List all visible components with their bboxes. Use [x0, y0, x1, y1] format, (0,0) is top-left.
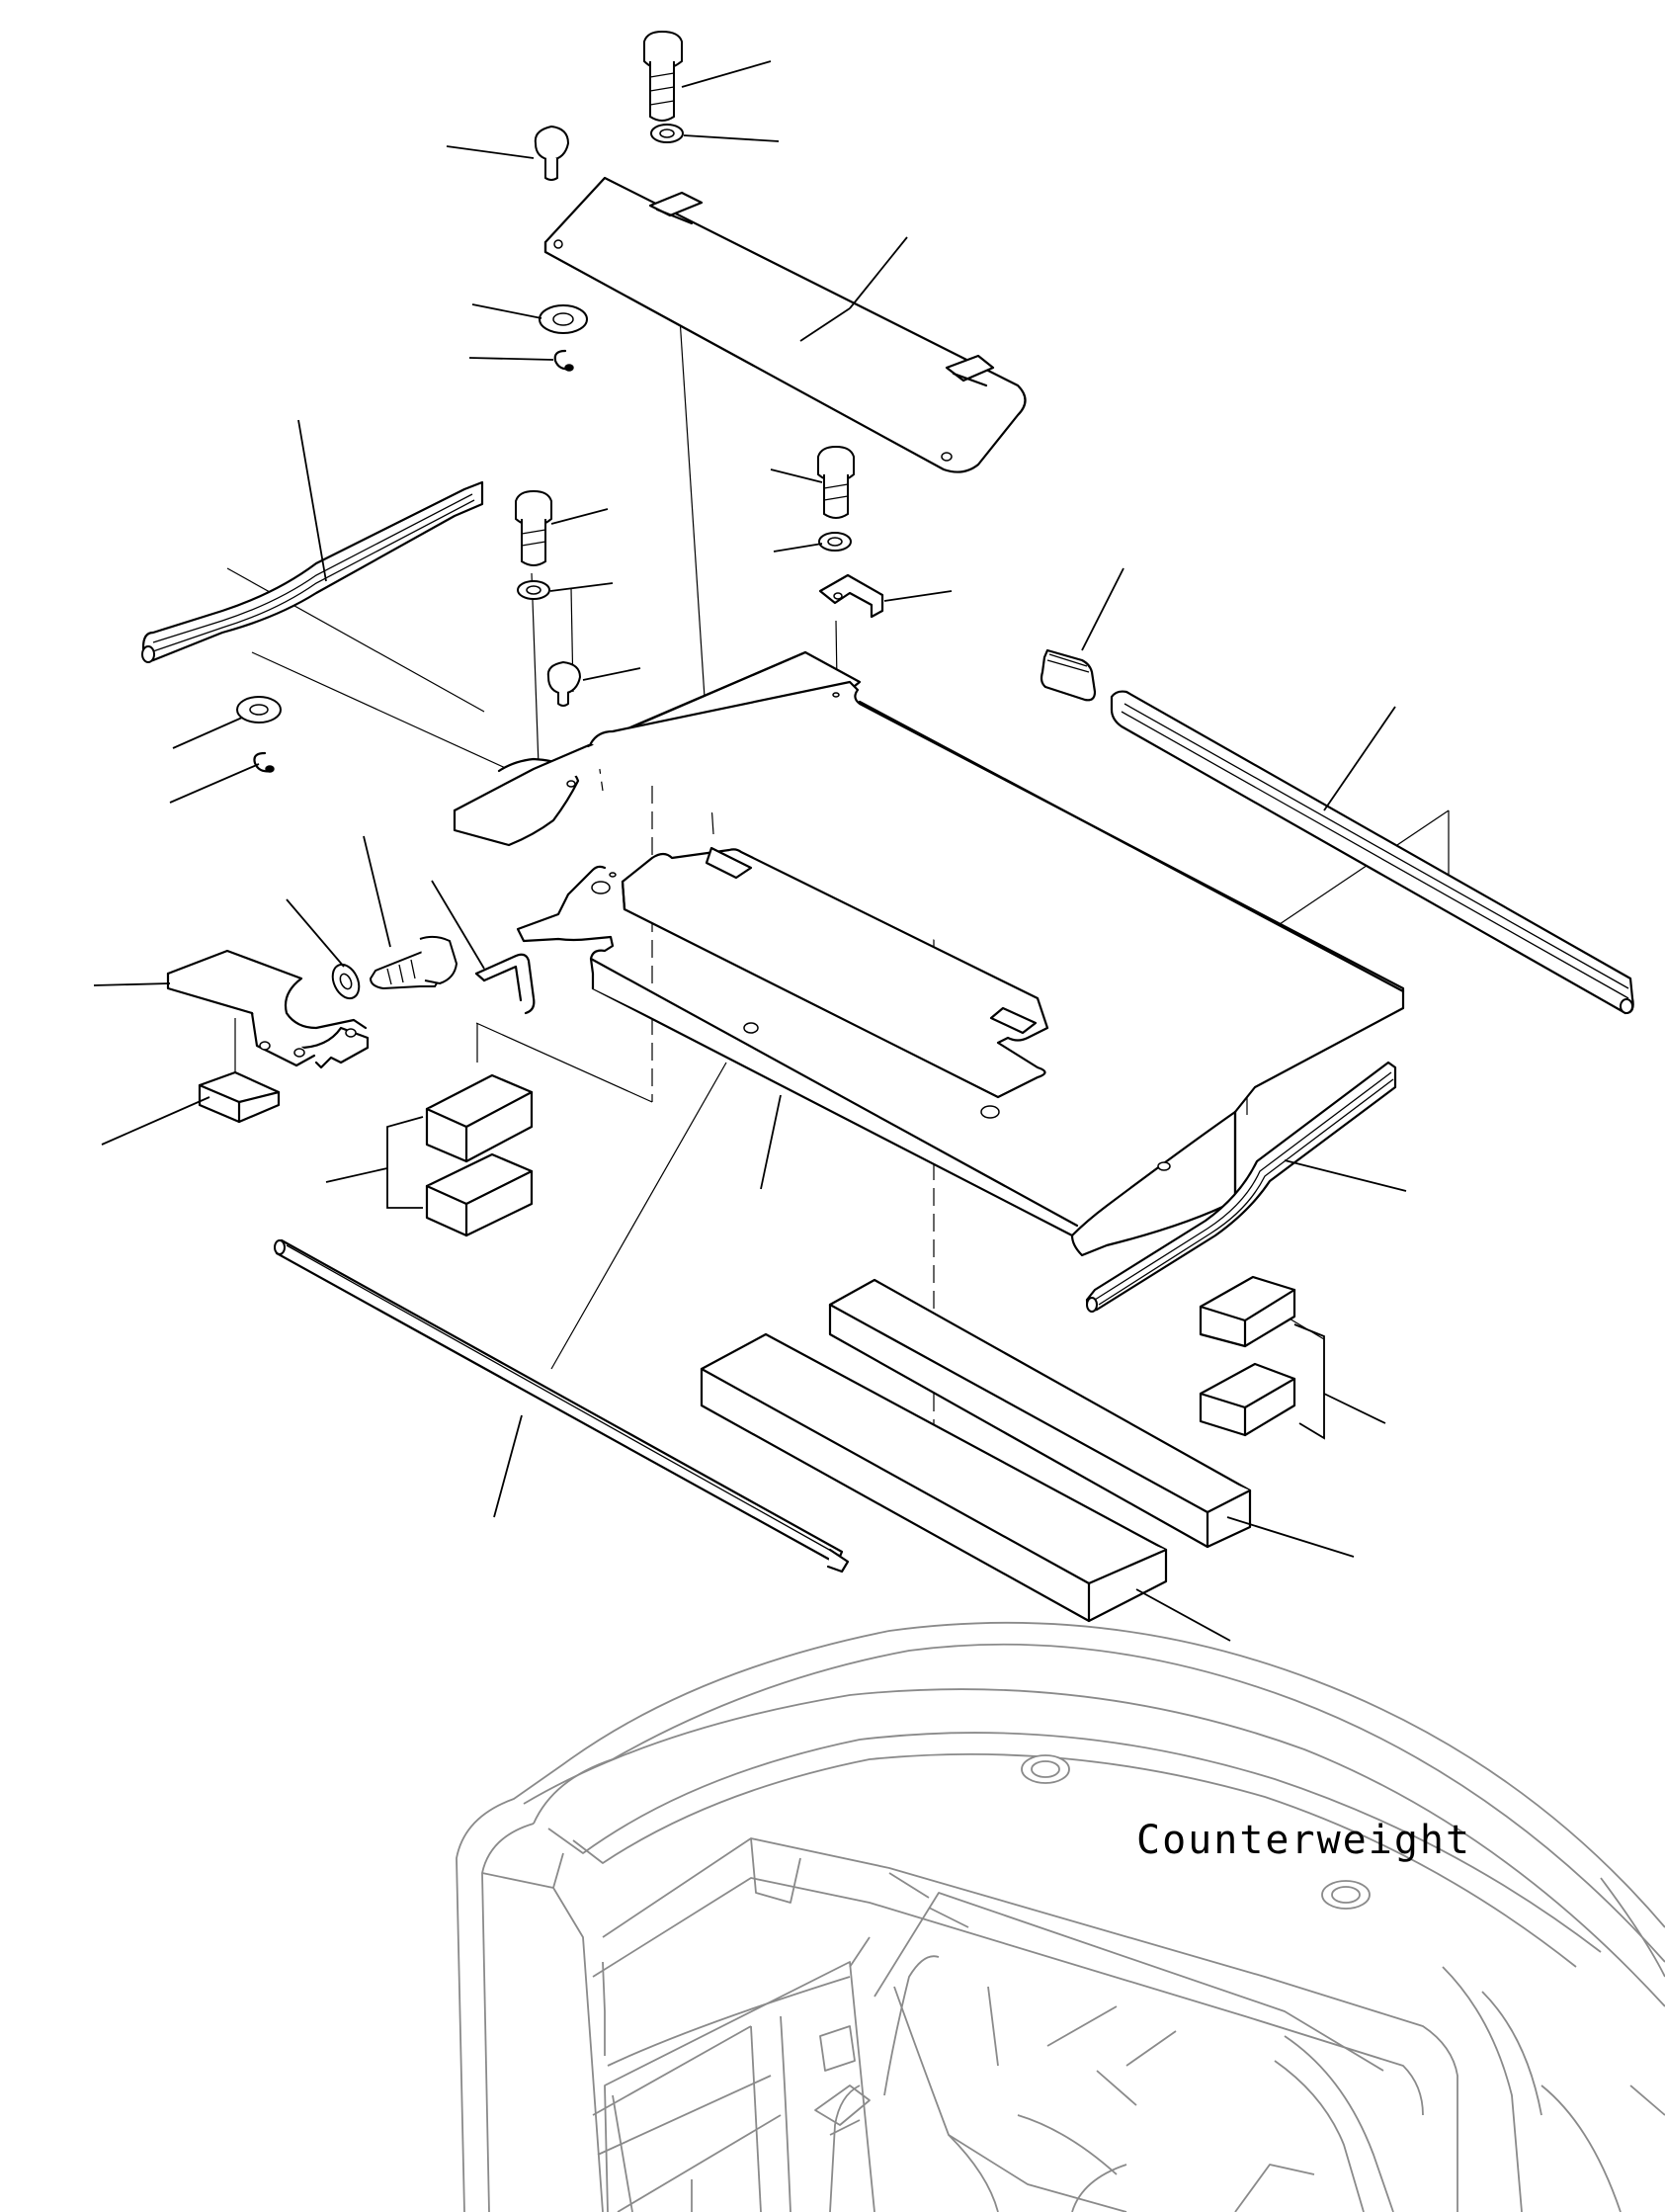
- center-hardware: [515, 489, 582, 707]
- right-hardware: [817, 445, 884, 619]
- left-bolt-washer: [331, 935, 458, 1000]
- leader-lines: [93, 60, 1407, 1642]
- top-cover-group: [534, 30, 1027, 473]
- main-floor-plate: [453, 650, 1405, 1257]
- foam-pads: [700, 1278, 1252, 1623]
- right-long-seal: [1110, 690, 1634, 1015]
- small-bracket: [818, 573, 884, 619]
- counterweight: Counterweight: [456, 1621, 1665, 2212]
- counterweight-label: Counterweight: [1136, 1818, 1471, 1863]
- lower-right-seal: [1085, 1061, 1397, 1313]
- left-blocks: [325, 1073, 534, 1237]
- left-bracket: [166, 949, 370, 1069]
- u-pin: [474, 953, 536, 1015]
- right-blocks: [1199, 1275, 1386, 1440]
- top-cover-plate: [543, 176, 1027, 473]
- left-washer-clip: [236, 696, 282, 773]
- left-seal-strip: [141, 480, 484, 663]
- small-seal-piece: [1040, 648, 1097, 702]
- top-knob: [534, 125, 570, 162]
- small-pad: [198, 1070, 281, 1124]
- long-rod: [274, 1238, 850, 1574]
